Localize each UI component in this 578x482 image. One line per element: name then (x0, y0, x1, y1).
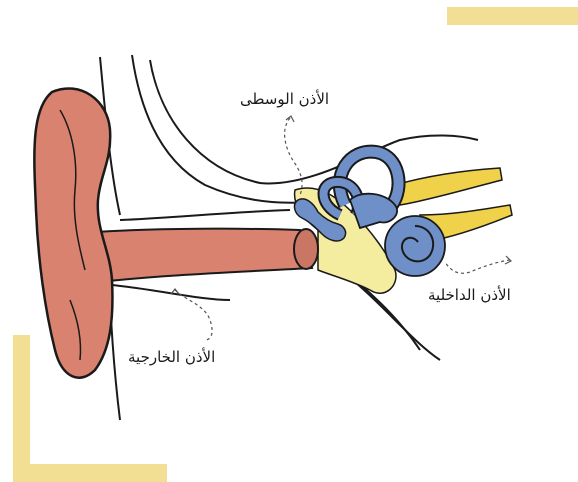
auricle (34, 88, 112, 377)
outer-ear-label: الأذن الخارجية (128, 348, 215, 366)
inner-ear-label: الأذن الداخلية (428, 286, 511, 304)
ear-canal (95, 229, 318, 282)
middle-ear-label: الأذن الوسطى (240, 90, 329, 108)
